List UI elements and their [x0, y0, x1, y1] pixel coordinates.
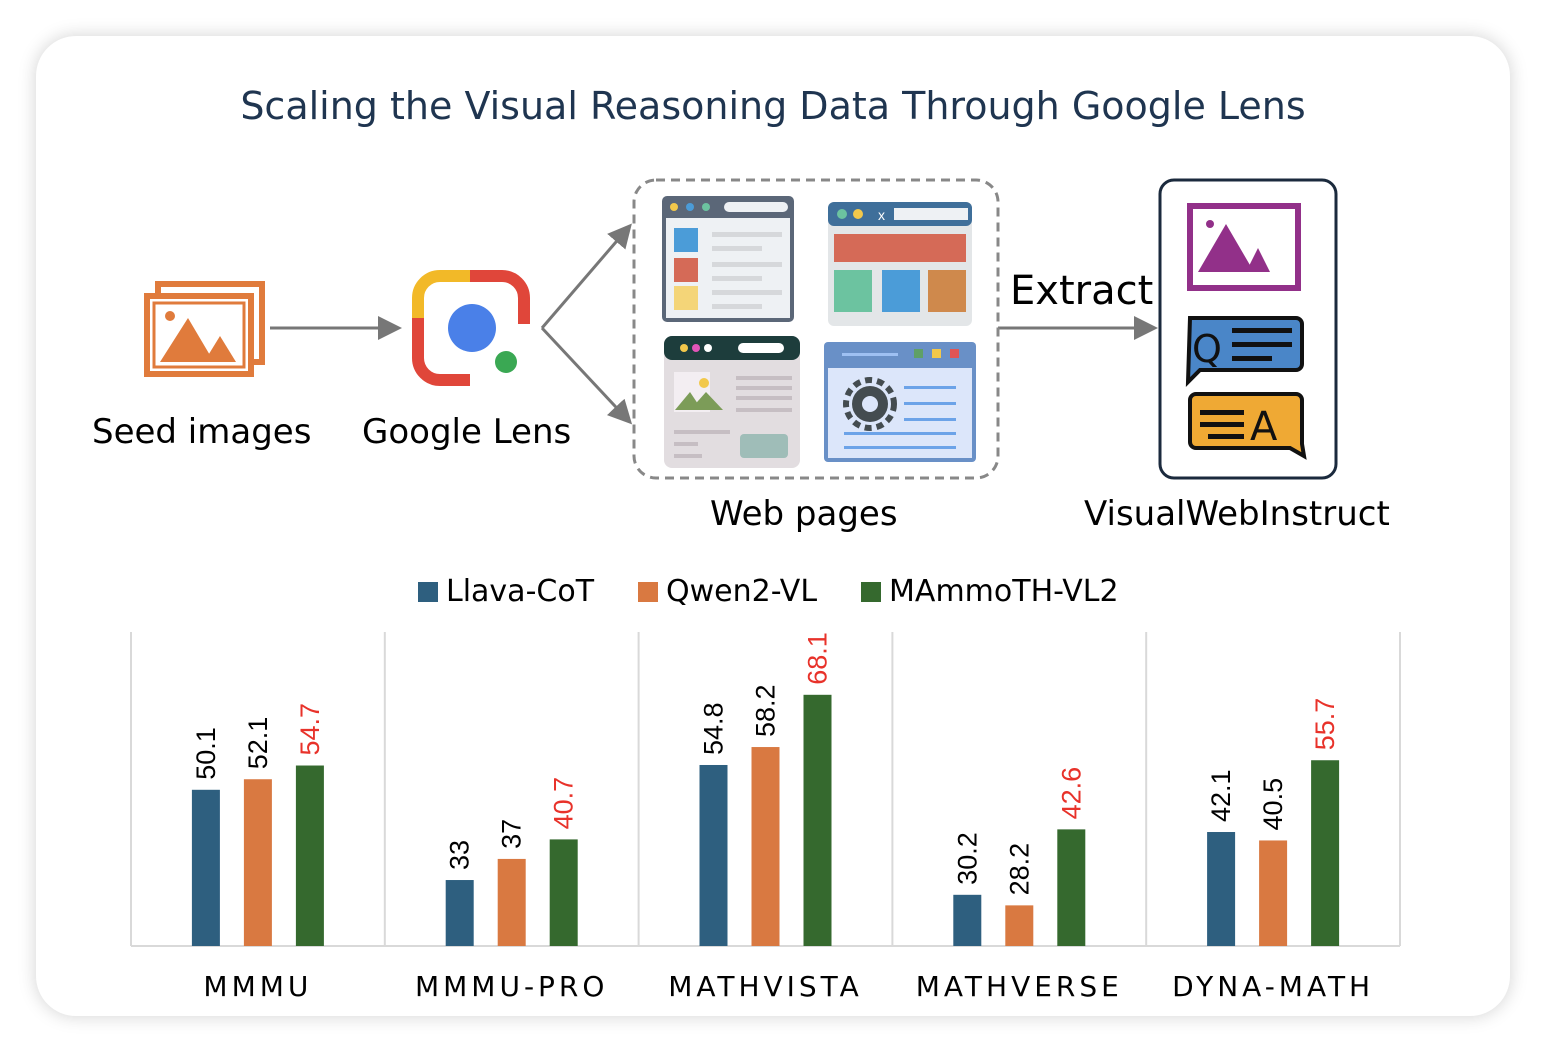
bar-qwen2-vl [1005, 905, 1034, 946]
legend-label: Llava-CoT [446, 574, 595, 609]
data-label: 58.2 [751, 684, 781, 737]
arrows [270, 223, 1158, 425]
svg-text:x: x [878, 207, 885, 223]
google-lens-icon [412, 270, 530, 386]
extract-label: Extract [1010, 268, 1154, 314]
data-label: 50.1 [191, 727, 221, 780]
question-glyph: Q [1192, 327, 1222, 371]
data-label: 37 [497, 819, 527, 849]
legend-label: Qwen2-VL [666, 574, 818, 609]
bar-qwen2-vl [243, 779, 272, 946]
bar-mammoth-vl2 [549, 839, 578, 946]
data-label: 33 [445, 840, 475, 870]
chart-legend: Llava-CoT Qwen2-VL MAmmoTH-VL2 [418, 574, 1119, 609]
data-label: 40.7 [549, 777, 579, 830]
bar-llava-cot [445, 880, 474, 946]
bar-llava-cot [953, 894, 982, 946]
data-label: 54.7 [295, 703, 325, 756]
web-pages-icon: x [632, 178, 1000, 480]
data-label: 42.1 [1206, 769, 1236, 822]
bar-mammoth-vl2 [1057, 829, 1086, 946]
bar-mammoth-vl2 [295, 765, 324, 946]
data-label: 30.2 [952, 832, 982, 885]
bar-qwen2-vl [497, 858, 526, 946]
visualwebinstruct-label: VisualWebInstruct [1084, 494, 1390, 534]
x-tick-label: MMMU-PRO [415, 970, 608, 1003]
x-tick-label: DYNA-MATH [1172, 970, 1374, 1003]
bar-llava-cot [1207, 832, 1236, 946]
x-tick-label: MATHVERSE [916, 970, 1123, 1003]
data-label: 28.2 [1004, 843, 1034, 896]
data-label: 54.8 [699, 702, 729, 755]
bar-qwen2-vl [751, 747, 780, 946]
google-lens-label: Google Lens [362, 412, 572, 452]
data-label: 68.1 [803, 632, 833, 685]
legend-label: MAmmoTH-VL2 [889, 574, 1119, 609]
legend-swatch [861, 581, 882, 602]
bar-mammoth-vl2 [1311, 760, 1340, 946]
bar-qwen2-vl [1259, 840, 1288, 946]
bar-llava-cot [699, 764, 728, 946]
legend-swatch [418, 581, 438, 602]
x-tick-label: MATHVISTA [668, 970, 863, 1003]
answer-glyph: A [1250, 404, 1278, 450]
arrow-lens-to-web-bottom [540, 326, 633, 425]
web-pages-label: Web pages [710, 494, 898, 534]
data-label: 55.7 [1310, 698, 1340, 751]
bar-llava-cot [191, 789, 220, 946]
seed-images-label: Seed images [92, 412, 312, 452]
x-tick-label: MMMU [203, 970, 312, 1003]
seed-images-icon [144, 281, 265, 377]
legend-item-llava: Llava-CoT [418, 574, 594, 609]
bar-mammoth-vl2 [803, 694, 832, 946]
figure-title: Scaling the Visual Reasoning Data Throug… [240, 84, 1306, 128]
visualwebinstruct-icon: Q A [1158, 178, 1338, 480]
data-label: 40.5 [1258, 778, 1288, 831]
legend-item-qwen: Qwen2-VL [638, 574, 817, 609]
data-label: 52.1 [243, 717, 273, 770]
arrow-lens-to-web-top [540, 223, 632, 329]
legend-item-mammoth: MAmmoTH-VL2 [861, 574, 1119, 609]
data-label: 42.6 [1056, 767, 1086, 820]
legend-swatch [638, 581, 659, 602]
